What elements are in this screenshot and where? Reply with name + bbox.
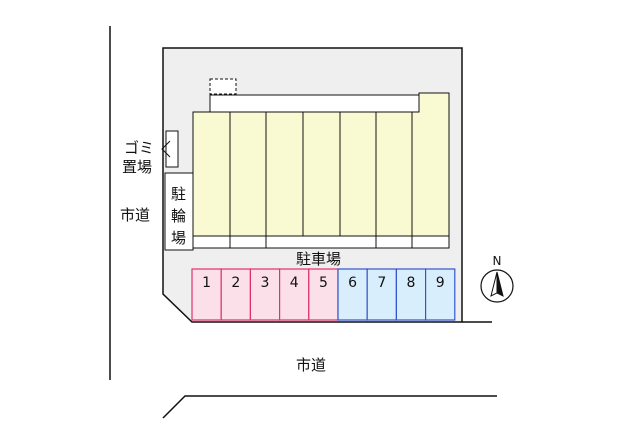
parking-space-9	[425, 268, 456, 321]
corridor-dividers	[229, 236, 413, 248]
bicycle-parking-box	[164, 172, 194, 251]
garbage-box	[165, 130, 179, 168]
building-corridor	[192, 235, 450, 249]
garbage-label-line2: 置場	[122, 158, 152, 176]
north-arrow-icon: N	[480, 254, 514, 303]
parking-space-8	[395, 268, 427, 321]
parking-space-number-5: 5	[319, 275, 328, 291]
parking-space-1	[191, 268, 222, 321]
parking-space-3	[249, 268, 281, 321]
bicycle-parking-char-3: 場	[171, 229, 186, 247]
parking-space-2	[220, 268, 251, 321]
apartment-building	[192, 92, 450, 249]
building-upper-strip	[209, 94, 420, 113]
bicycle-parking-char-1: 駐	[171, 185, 186, 203]
garbage-pointer	[161, 140, 171, 158]
building-unit-dividers	[229, 112, 413, 248]
parking-space-number-9: 9	[436, 275, 445, 291]
parking-space-6	[337, 268, 368, 321]
south-road-edge	[162, 395, 497, 419]
parking-label: 駐車場	[296, 250, 341, 268]
parking-space-number-6: 6	[348, 275, 357, 291]
garbage-label-line1: ゴミ	[124, 139, 154, 157]
road-label-west: 市道	[120, 206, 150, 224]
parking-space-number-1: 1	[202, 275, 211, 291]
road-label-south: 市道	[296, 356, 326, 374]
parking-space-number-8: 8	[407, 275, 416, 291]
parking-space-number-4: 4	[290, 275, 299, 291]
bicycle-parking-char-2: 輪	[171, 207, 186, 225]
dashed-box	[209, 78, 237, 95]
parking-space-number-7: 7	[377, 275, 386, 291]
parking-spaces: 1 2 3 4 5 6 7 8 9	[191, 268, 456, 321]
parking-space-number-3: 3	[261, 275, 270, 291]
parking-space-number-2: 2	[231, 275, 240, 291]
north-label: N	[493, 254, 502, 268]
